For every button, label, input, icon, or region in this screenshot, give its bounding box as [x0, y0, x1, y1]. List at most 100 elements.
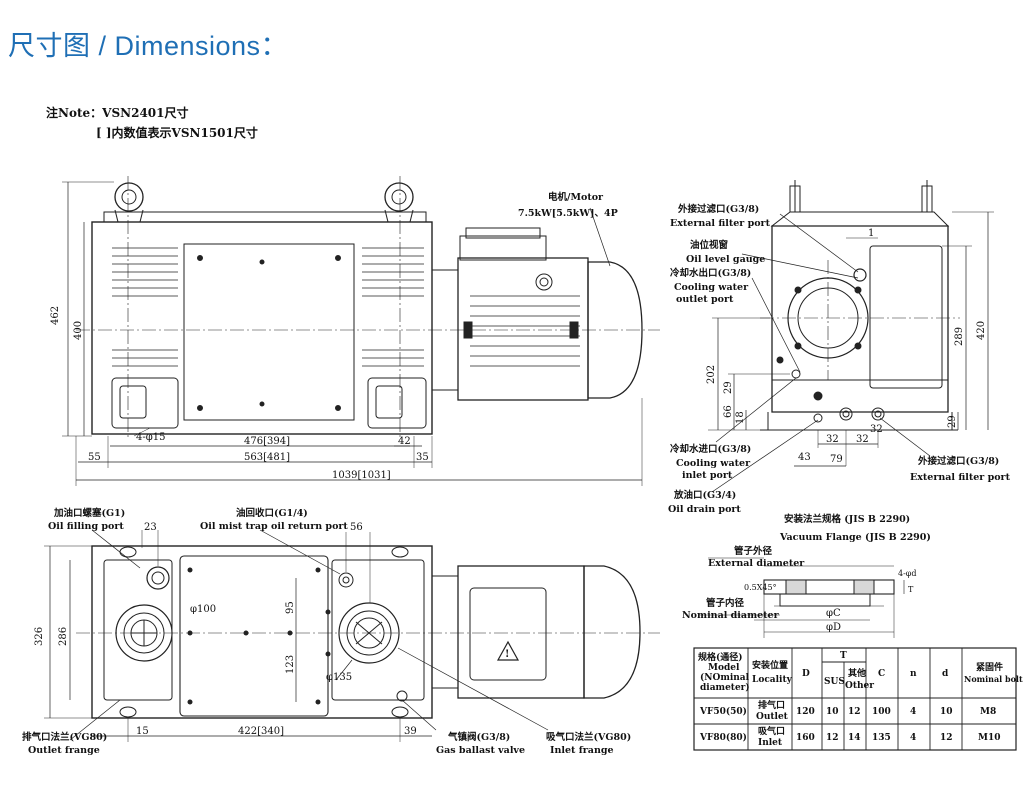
th-C: C	[878, 669, 885, 679]
oil-mist-en: Oil mist trap oil return port	[200, 521, 348, 532]
ext-filter2-cn: 外接过滤口(G3/8)	[917, 455, 999, 467]
dim-35: 35	[416, 452, 429, 463]
table-row-2-model: VF80(80)	[699, 732, 747, 743]
dim-29a: 29	[723, 381, 734, 394]
dim-4phi15: 4-φ15	[136, 432, 165, 443]
flange-title-cn: 安装法兰规格 (JIS B 2290)	[784, 513, 910, 525]
table-row-1-sus: 10	[826, 707, 839, 717]
dim-79: 79	[830, 454, 843, 465]
fins-left	[112, 247, 178, 367]
th-T: T	[840, 651, 847, 661]
dim-66: 66	[723, 405, 734, 418]
dim-476: 476[394]	[244, 436, 290, 447]
inlet-cn: 吸气口法兰(VG80)	[546, 731, 631, 743]
th-sus: SUS	[824, 677, 845, 687]
dim-286: 286	[58, 627, 69, 646]
dim-1: 1	[868, 228, 874, 239]
table-row-2-D: 160	[796, 733, 815, 743]
flange-table	[693, 647, 1017, 751]
outlet-en: Outlet frange	[28, 745, 100, 756]
lifting-eye-right	[384, 182, 414, 223]
motor-spec: 7.5kW[5.5kW]、4P	[518, 208, 618, 219]
table-row-2-bolt: M10	[978, 733, 1001, 743]
t-label: T	[908, 585, 914, 594]
table-row-1-bolt: M8	[980, 707, 996, 717]
top-plate	[179, 555, 329, 717]
th-d: d	[942, 669, 949, 679]
dim-42: 42	[398, 436, 411, 447]
top-view: !	[44, 529, 660, 742]
table-row-2-loc-cn: 吸气口	[758, 725, 785, 737]
holes-label: 4-φd	[898, 569, 917, 578]
cw-in-en1: Cooling water	[676, 458, 751, 469]
drain-cn: 放油口(G3/4)	[673, 489, 736, 501]
ballast-cn: 气镇阀(G3/8)	[447, 731, 510, 743]
dim-32c: 32	[870, 424, 883, 435]
dim-400: 400	[73, 321, 84, 340]
svg-text:!: !	[505, 649, 509, 660]
chamfer-label: 0.5X45°	[744, 583, 777, 592]
oil-mist-cn: 油回收口(G1/4)	[236, 507, 308, 519]
oil-gauge-cn: 油位视窗	[690, 239, 729, 251]
dim-43: 43	[798, 452, 811, 463]
dim-422: 422[340]	[238, 726, 284, 737]
front-view	[62, 176, 660, 486]
th-model-4: diameter)	[700, 682, 750, 693]
dim-56: 56	[350, 522, 363, 533]
table-row-2-n: 4	[910, 733, 916, 743]
ext-dia-cn: 管子外径	[734, 545, 773, 557]
lifting-eye-left	[114, 182, 144, 223]
ballast-en: Gas ballast valve	[436, 745, 525, 756]
drain-en: Oil drain port	[668, 504, 741, 515]
motor-label: 电机/Motor	[548, 191, 604, 203]
flange-detail	[700, 557, 905, 638]
table-row-1-other: 12	[848, 707, 861, 717]
dim-326: 326	[34, 627, 45, 646]
inlet-en: Inlet frange	[550, 745, 614, 756]
table-row-2-sus: 12	[826, 733, 839, 743]
ext-filter-cn: 外接过滤口(G3/8)	[677, 203, 759, 215]
th-D: D	[802, 669, 810, 679]
th-model-3: (NOminal	[700, 672, 750, 683]
oil-gauge-en: Oil level gauge	[686, 254, 765, 265]
center-plate	[183, 243, 355, 421]
table-row-2-other: 14	[848, 733, 861, 743]
th-n: n	[910, 669, 917, 679]
dim-123: 123	[285, 655, 296, 674]
table-row-2-d: 12	[940, 733, 953, 743]
dim-18: 18	[735, 411, 746, 424]
table-row-1-d: 10	[940, 707, 953, 717]
dim-420: 420	[976, 321, 987, 340]
th-bolt-2: Nominal bolt	[964, 674, 1023, 684]
dim-phi135: φ135	[326, 672, 352, 683]
dim-1039: 1039[1031]	[332, 470, 391, 481]
table-row-1-C: 100	[872, 707, 891, 717]
dim-phi100: φ100	[190, 604, 216, 615]
ext-filter2-en: External filter port	[910, 472, 1011, 483]
fan-cover	[587, 261, 643, 399]
oc-label: φC	[826, 608, 841, 619]
ext-dia-en: External diameter	[708, 558, 805, 569]
note-line-1: 注Note：VSN2401尺寸	[46, 106, 189, 120]
th-locality-1: 安装位置	[752, 659, 788, 671]
dim-55: 55	[88, 452, 101, 463]
dim-23: 23	[144, 522, 157, 533]
th-other-1: 其他	[848, 667, 866, 679]
outlet-cn: 排气口法兰(VG80)	[22, 731, 107, 743]
table-row-1-model: VF50(50)	[699, 706, 747, 717]
dim-15: 15	[136, 726, 149, 737]
dim-29b: 29	[947, 415, 958, 428]
dim-202: 202	[706, 365, 717, 384]
cw-in-cn: 冷却水进口(G3/8)	[670, 443, 751, 455]
od-label: φD	[826, 622, 841, 633]
dim-39: 39	[404, 726, 417, 737]
table-row-1-n: 4	[910, 707, 916, 717]
th-locality-2: Locality	[752, 675, 793, 685]
fins-right	[362, 247, 424, 367]
cw-out-en2: outlet port	[676, 294, 734, 305]
terminal-box	[459, 235, 547, 261]
cw-out-en1: Cooling water	[674, 282, 749, 293]
cw-in-en2: inlet port	[682, 470, 733, 481]
th-model-1: 规格(通径)	[698, 651, 743, 663]
